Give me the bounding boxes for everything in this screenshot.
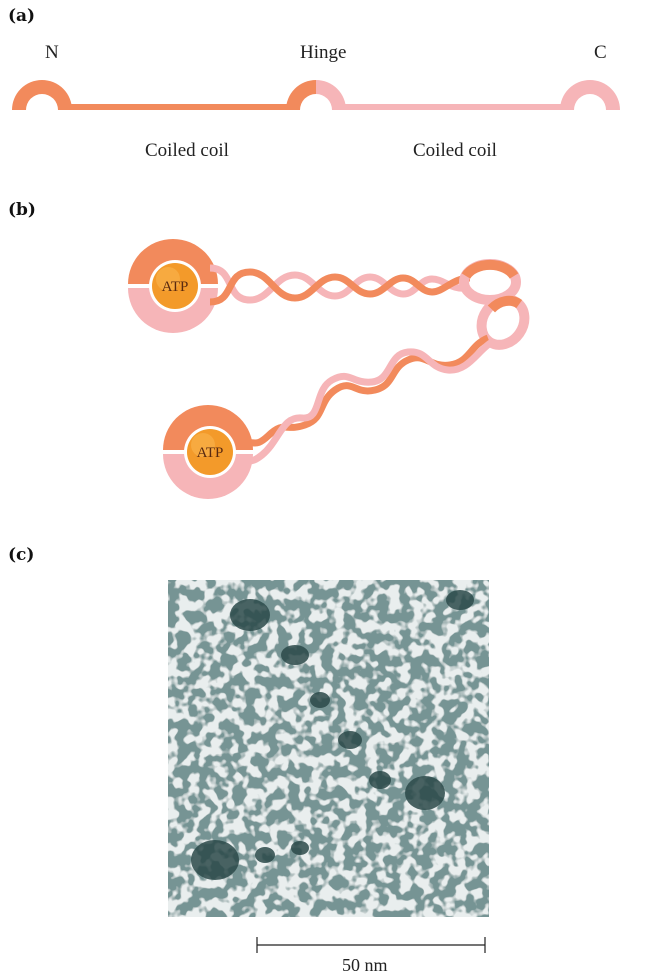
atp-label-bottom: ATP: [197, 445, 224, 461]
hinge-arch-left: [286, 80, 316, 110]
n-terminus-label: N: [45, 42, 59, 63]
scale-bar-label: 50 nm: [342, 955, 388, 975]
c-terminus-label: C: [594, 42, 607, 63]
smc-domain-diagram: [12, 80, 620, 110]
scale-bar: [256, 937, 486, 953]
coiled-coil-label-right: Coiled coil: [413, 140, 497, 161]
coiled-coil-strand-top-orange: [209, 268, 471, 306]
coiled-coil-bar-right: [344, 104, 562, 110]
coiled-coil-strand-bottom-orange: [243, 334, 490, 448]
coiled-coil-label-left: Coiled coil: [145, 140, 229, 161]
smc-dimer-diagram: ATP ATP: [128, 239, 530, 499]
atp-sphere-top: ATP: [149, 260, 201, 312]
molecule-blobs: [191, 590, 474, 880]
atp-sphere-bottom: ATP: [184, 426, 236, 478]
c-head-arch: [560, 80, 620, 110]
coiled-coil-strand-bottom-pink: [243, 338, 494, 466]
coiled-coil-bar-left: [70, 104, 290, 110]
panel-label-c: (c): [8, 545, 35, 565]
panel-label-a: (a): [8, 6, 36, 26]
atp-label-top: ATP: [162, 279, 189, 295]
panel-label-b: (b): [8, 200, 36, 220]
n-head-arch: [12, 80, 72, 110]
hinge-label: Hinge: [300, 42, 347, 63]
hinge-arch-right: [316, 80, 346, 110]
coiled-coil-strand-top-pink: [209, 264, 469, 304]
